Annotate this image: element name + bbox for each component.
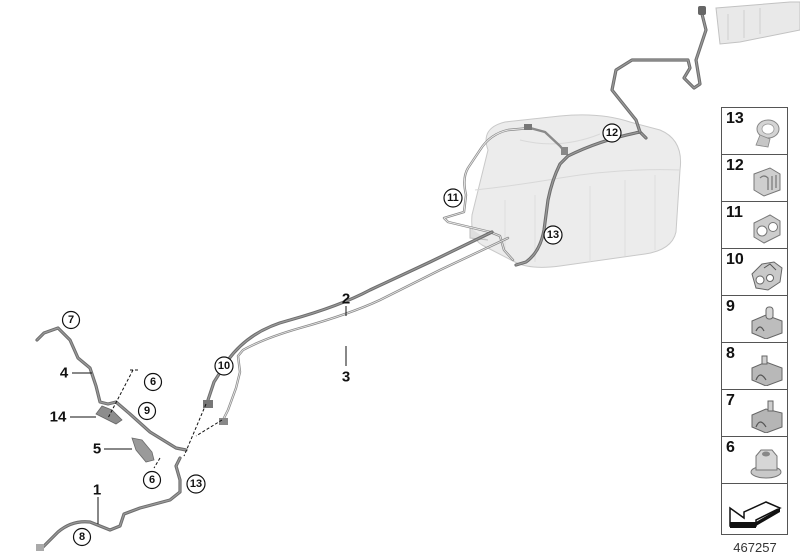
callout-10[interactable]: 10 — [214, 356, 234, 376]
assembly-line — [183, 403, 207, 457]
assembly-line — [195, 419, 223, 437]
panel-item-number: 13 — [726, 110, 744, 127]
fuel-line-1[interactable] — [36, 456, 182, 551]
fuel-line-4[interactable] — [35, 326, 188, 452]
panel-item-8[interactable]: 8 — [721, 342, 788, 389]
bracket-5[interactable] — [131, 437, 155, 463]
panel-item-number: 6 — [726, 439, 735, 456]
panel-item-10[interactable]: 10 — [721, 248, 788, 295]
svg-text:7: 7 — [68, 314, 74, 326]
svg-text:13: 13 — [190, 478, 202, 490]
panel-item-11[interactable]: 11 — [721, 201, 788, 248]
panel-item-6[interactable]: 6 — [721, 436, 788, 483]
label-part-1[interactable]: 1 — [93, 482, 101, 499]
engine-fuel-rail-section — [715, 1, 800, 45]
fuel-line-3[interactable] — [219, 236, 510, 425]
svg-text:8: 8 — [79, 531, 85, 543]
parts-legend-panel: 13 12 11 10 9 — [721, 107, 788, 535]
panel-item-number: 11 — [726, 204, 743, 221]
panel-item-number: 8 — [726, 345, 735, 362]
label-part-3[interactable]: 3 — [342, 369, 350, 386]
callout-12[interactable]: 12 — [602, 123, 622, 143]
label-part-5[interactable]: 5 — [93, 441, 101, 458]
callout-11[interactable]: 11 — [443, 188, 463, 208]
label-part-2[interactable]: 2 — [342, 291, 350, 308]
panel-item-9[interactable]: 9 — [721, 295, 788, 342]
svg-text:10: 10 — [218, 360, 230, 372]
svg-text:13: 13 — [547, 229, 559, 241]
assembly-line — [153, 457, 161, 469]
back-arrow-icon — [729, 501, 782, 528]
svg-text:11: 11 — [447, 192, 459, 204]
drawing-number: 467257 — [733, 540, 777, 555]
stud-holder-small-icon — [751, 355, 783, 386]
stud-holder-bracket-icon — [751, 400, 783, 433]
collar-nut-icon — [750, 449, 782, 479]
pipe-clip-twin-icon — [753, 214, 781, 244]
callout-8[interactable]: 8 — [72, 527, 92, 547]
pipe-clip-double-icon — [753, 167, 781, 197]
callout-7[interactable]: 7 — [61, 310, 81, 330]
panel-item-7[interactable]: 7 — [721, 389, 788, 436]
label-part-4[interactable]: 4 — [60, 365, 69, 382]
assembly-line — [107, 369, 134, 419]
panel-item-number: 12 — [726, 157, 744, 174]
callout-13-lower[interactable]: 13 — [186, 474, 206, 494]
svg-text:6: 6 — [149, 474, 155, 486]
svg-text:12: 12 — [606, 127, 618, 139]
panel-item-13[interactable]: 13 — [721, 107, 788, 154]
label-part-14[interactable]: 14 — [50, 409, 67, 426]
panel-item-number: 10 — [726, 251, 744, 268]
pipe-clip-single-icon — [755, 119, 780, 148]
panel-item-number: 9 — [726, 298, 735, 315]
callout-9[interactable]: 9 — [137, 401, 157, 421]
stud-holder-icon — [751, 306, 783, 339]
pipe-clip-multi-icon — [751, 261, 783, 291]
callout-6-lower[interactable]: 6 — [142, 470, 162, 490]
svg-text:9: 9 — [144, 405, 150, 417]
vent-line-11[interactable] — [442, 124, 568, 262]
callout-6-upper[interactable]: 6 — [143, 372, 163, 392]
back-navigation-button[interactable] — [721, 483, 788, 535]
panel-item-12[interactable]: 12 — [721, 154, 788, 201]
callout-13-tank[interactable]: 13 — [543, 225, 563, 245]
panel-item-number: 7 — [726, 392, 735, 409]
fuel-line-2[interactable] — [203, 230, 494, 408]
svg-text:6: 6 — [150, 376, 156, 388]
